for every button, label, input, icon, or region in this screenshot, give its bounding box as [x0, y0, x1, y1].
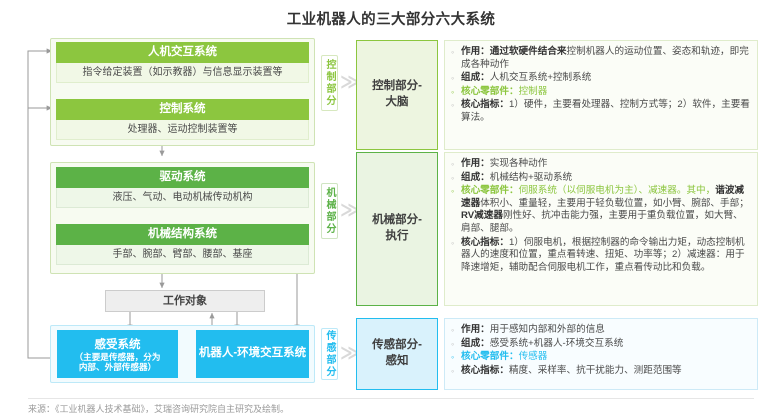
panel-control-role-row: ◦ 作用：通过软硬件结合来控制机器人的运动位置、姿态和轨迹，即完成各种动作 [451, 46, 751, 71]
panel-mechanical-role: 作用：实现各种动作 [461, 158, 548, 169]
part-label-control-text: 控制部分 [324, 59, 335, 107]
stage-mechanical-line2: 执行 [385, 230, 409, 242]
panel-sensing-compose-row: ◦ 组成：感受系统+机器人-环境交互系统 [451, 338, 751, 351]
panel-sensing-coreindex: 核心指标：精度、采样率、抗干扰能力、测距范围等 [461, 364, 682, 376]
panel-sensing-compose: 组成：感受系统+机器人-环境交互系统 [461, 337, 624, 349]
bullet-icon: ◦ [451, 352, 455, 363]
system-structure-title: 机械结构系统 [56, 224, 309, 245]
work-object-box: 工作对象 [105, 290, 265, 312]
panel-mechanical-coreindex-row: ◦ 核心指标：1）伺服电机，根据控制器的命令输出力矩，动态控制机器人的速度和位置… [451, 237, 751, 275]
bullet-icon: ◦ [451, 73, 455, 84]
panel-sensing-coreindex-row: ◦ 核心指标：精度、采样率、抗干扰能力、测距范围等 [451, 365, 751, 378]
panel-sensing: ◦ 作用：用于感知内部和外部的信息 ◦ 组成：感受系统+机器人-环境交互系统 ◦… [444, 318, 758, 390]
part-label-mechanical-text: 机械部分 [324, 187, 335, 235]
system-drive-detail: 液压、气动、电动机械传动机构 [56, 188, 309, 208]
system-drive-title: 驱动系统 [56, 167, 309, 188]
system-env-interaction: 机器人-环境交互系统 [196, 330, 309, 378]
stage-control: 控制部分- 大脑 [356, 40, 438, 150]
bullet-icon: ◦ [451, 86, 455, 97]
stage-control-line1: 控制部分- [372, 80, 422, 93]
system-control-title: 控制系统 [56, 99, 309, 120]
panel-mechanical-corepart-row: ◦ 核心零部件：伺服系统（以伺服电机为主）、减速器。其中，谐波减速器体积小、重量… [451, 185, 751, 235]
part-label-sensing-text: 传感部分 [324, 330, 335, 378]
system-hmi: 人机交互系统 指令给定装置（如示教器）与信息显示装置等 [56, 42, 309, 83]
system-env-interaction-title: 机器人-环境交互系统 [198, 347, 307, 360]
system-sense: 感受系统 （主要是传感器，分为 内部、外部传感器） [57, 330, 178, 378]
footer-divider [28, 398, 754, 399]
stage-sensing: 传感部分- 感知 [356, 318, 438, 390]
page-title: 工业机器人的三大部分六大系统 [286, 12, 496, 28]
panel-mechanical-compose-row: ◦ 组成：机械结构+驱动系统 [451, 172, 751, 185]
panel-mechanical-corepart: 核心零部件：伺服系统（以伺服电机为主）、减速器。其中，谐波减速器体积小、重量轻，… [461, 185, 749, 234]
bullet-icon: ◦ [451, 172, 455, 183]
panel-control-coreindex-row: ◦ 核心指标：1）硬件，主要看处理器、控制方式等；2）软件，主要看算法。 [451, 99, 751, 124]
panel-control: ◦ 作用：通过软硬件结合来控制机器人的运动位置、姿态和轨迹，即完成各种动作 ◦ … [444, 40, 758, 150]
bullet-icon: ◦ [451, 100, 455, 111]
bullet-icon: ◦ [451, 325, 455, 335]
panel-control-compose: 组成：人机交互系统+控制系统 [461, 72, 592, 84]
panel-sensing-role: 作用：用于感知内部和外部的信息 [461, 324, 605, 335]
stage-mechanical: 机械部分- 执行 [356, 152, 438, 306]
bullet-icon: ◦ [451, 338, 455, 349]
chevron-sensing-icon: ≫ [340, 343, 360, 364]
system-drive: 驱动系统 液压、气动、电动机械传动机构 [56, 167, 309, 208]
bullet-icon: ◦ [451, 186, 455, 197]
panel-sensing-role-row: ◦ 作用：用于感知内部和外部的信息 [451, 324, 751, 337]
system-structure-detail: 手部、腕部、臂部、腰部、基座 [56, 245, 309, 265]
system-sense-detail-2: 内部、外部传感器） [78, 362, 157, 373]
panel-mechanical-compose: 组成：机械结构+驱动系统 [461, 171, 573, 183]
system-sense-title: 感受系统 [94, 338, 141, 351]
stage-sensing-line1: 传感部分- [372, 339, 422, 352]
system-sense-detail-1: （主要是传感器，分为 [74, 352, 161, 363]
bullet-icon: ◦ [451, 159, 455, 169]
stage-control-line2: 大脑 [385, 96, 409, 108]
stage-mechanical-line1: 机械部分- [372, 214, 422, 227]
system-hmi-detail: 指令给定装置（如示教器）与信息显示装置等 [56, 63, 309, 83]
bullet-icon: ◦ [451, 365, 455, 376]
panel-control-compose-row: ◦ 组成：人机交互系统+控制系统 [451, 72, 751, 85]
bullet-icon: ◦ [451, 237, 455, 248]
part-label-sensing: 传感部分 [321, 328, 338, 380]
panel-sensing-corepart: 核心零部件：传感器 [461, 351, 548, 363]
panel-control-coreindex: 核心指标：1）硬件，主要看处理器、控制方式等；2）软件，主要看算法。 [461, 99, 750, 123]
bullet-icon: ◦ [451, 47, 455, 57]
footer-source: 来源：《工业机器人技术基础》，艾瑞咨询研究院自主研究及绘制。 [28, 404, 290, 414]
stage-sensing-line2: 感知 [385, 355, 409, 367]
panel-control-corepart-row: ◦ 核心零部件：控制器 [451, 86, 751, 99]
system-hmi-title: 人机交互系统 [56, 42, 309, 63]
system-control: 控制系统 处理器、运动控制装置等 [56, 99, 309, 140]
panel-control-corepart: 核心零部件：控制器 [461, 85, 548, 97]
panel-mechanical-coreindex: 核心指标：1）伺服电机，根据控制器的命令输出力矩，动态控制机器人的速度和位置，重… [461, 236, 745, 273]
system-structure: 机械结构系统 手部、腕部、臂部、腰部、基座 [56, 224, 309, 265]
panel-mechanical-role-row: ◦ 作用：实现各种动作 [451, 158, 751, 171]
part-label-control: 控制部分 [321, 55, 338, 111]
system-control-detail: 处理器、运动控制装置等 [56, 120, 309, 140]
chevron-control-icon: ≫ [340, 72, 360, 93]
panel-sensing-corepart-row: ◦ 核心零部件：传感器 [451, 351, 751, 364]
part-label-mechanical: 机械部分 [321, 183, 338, 239]
chevron-mechanical-icon: ≫ [340, 200, 360, 221]
panel-mechanical: ◦ 作用：实现各种动作 ◦ 组成：机械结构+驱动系统 ◦ 核心零部件：伺服系统（… [444, 152, 758, 306]
panel-control-role: 作用：通过软硬件结合来控制机器人的运动位置、姿态和轨迹，即完成各种动作 [461, 46, 749, 70]
